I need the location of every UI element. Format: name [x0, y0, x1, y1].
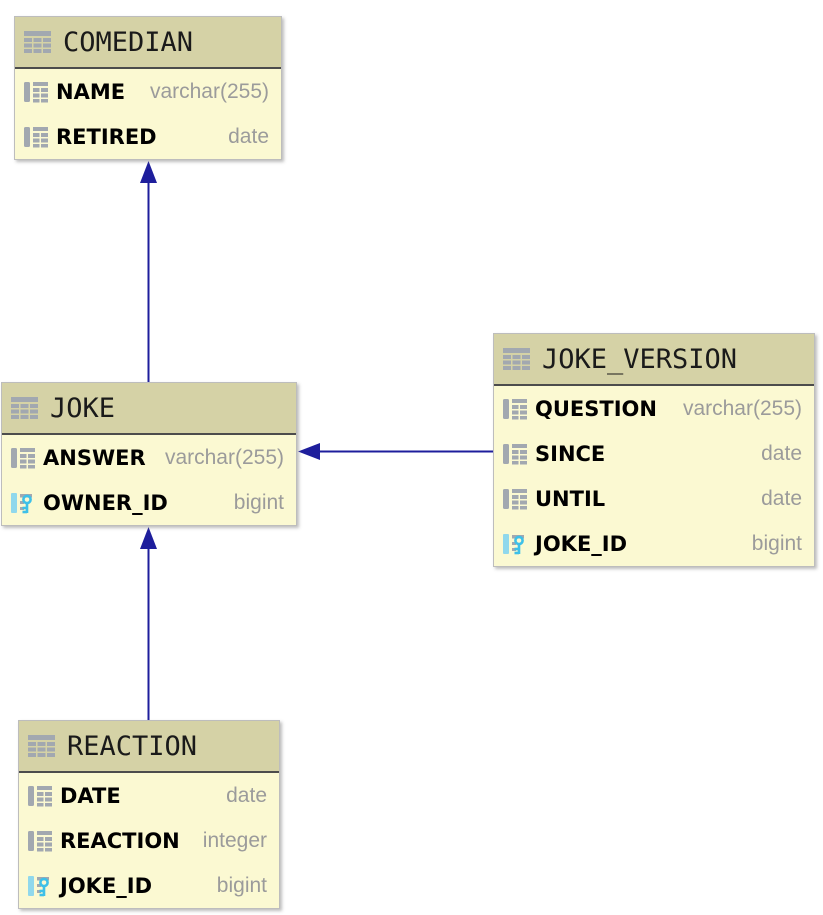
table-joke-version[interactable]: JOKE_VERSION QUESTION varchar(255)	[493, 333, 815, 567]
relation-reaction-to-joke	[140, 527, 157, 720]
table-joke-header[interactable]: JOKE	[2, 383, 296, 435]
column-type: date	[228, 124, 269, 148]
column-row: JOKE_ID bigint	[494, 521, 814, 566]
table-reaction-header[interactable]: REACTION	[19, 721, 279, 773]
arrowhead-left-joke	[298, 443, 320, 460]
column-type: date	[226, 783, 267, 807]
column-icon	[28, 830, 52, 852]
arrowhead-up-joke	[140, 527, 157, 549]
table-name: REACTION	[67, 730, 198, 762]
table-icon	[24, 30, 51, 54]
column-type: bigint	[233, 490, 284, 514]
column-name: QUESTION	[535, 396, 657, 421]
column-name: OWNER_ID	[43, 490, 168, 515]
column-row: DATE date	[19, 773, 279, 818]
column-icon	[11, 447, 35, 469]
relation-jokeversion-to-joke	[298, 443, 493, 460]
column-row: SINCE date	[494, 431, 814, 476]
column-name: ANSWER	[43, 445, 146, 470]
column-name: SINCE	[535, 441, 606, 466]
column-row: NAME varchar(255)	[15, 69, 281, 114]
column-type: varchar(255)	[149, 79, 269, 103]
table-comedian[interactable]: COMEDIAN NAME varchar(255)	[14, 16, 282, 160]
table-icon	[11, 396, 38, 420]
column-type: date	[761, 441, 802, 465]
column-row: RETIRED date	[15, 114, 281, 159]
table-joke-version-header[interactable]: JOKE_VERSION	[494, 334, 814, 386]
column-row: OWNER_ID bigint	[2, 480, 296, 525]
column-row: QUESTION varchar(255)	[494, 386, 814, 431]
relation-joke-to-comedian	[140, 161, 157, 382]
column-name: REACTION	[60, 828, 180, 853]
column-name: RETIRED	[56, 124, 157, 149]
table-comedian-header[interactable]: COMEDIAN	[15, 17, 281, 69]
column-icon	[24, 126, 48, 148]
column-icon	[503, 488, 527, 510]
column-name: UNTIL	[535, 486, 606, 511]
table-icon	[503, 347, 530, 371]
column-type: varchar(255)	[164, 445, 284, 469]
foreign-key-column-icon	[503, 533, 527, 555]
table-name: JOKE_VERSION	[542, 343, 738, 375]
column-row: JOKE_ID bigint	[19, 863, 279, 908]
column-type: bigint	[751, 531, 802, 555]
column-name: JOKE_ID	[535, 531, 628, 556]
foreign-key-column-icon	[28, 875, 52, 897]
column-type: date	[761, 486, 802, 510]
table-icon	[28, 734, 55, 758]
column-icon	[28, 785, 52, 807]
column-icon	[503, 398, 527, 420]
column-name: NAME	[56, 79, 126, 104]
column-type: varchar(255)	[682, 396, 802, 420]
foreign-key-column-icon	[11, 492, 35, 514]
column-icon	[503, 443, 527, 465]
column-name: JOKE_ID	[60, 873, 153, 898]
column-row: ANSWER varchar(255)	[2, 435, 296, 480]
table-name: JOKE	[50, 392, 116, 424]
column-row: REACTION integer	[19, 818, 279, 863]
arrowhead-up-comedian	[140, 161, 157, 183]
column-type: integer	[202, 828, 267, 852]
table-joke[interactable]: JOKE ANSWER varchar(255)	[1, 382, 297, 526]
table-reaction[interactable]: REACTION DATE date	[18, 720, 280, 909]
column-icon	[24, 81, 48, 103]
table-name: COMEDIAN	[63, 26, 194, 58]
column-row: UNTIL date	[494, 476, 814, 521]
column-type: bigint	[216, 873, 267, 897]
column-name: DATE	[60, 783, 121, 808]
